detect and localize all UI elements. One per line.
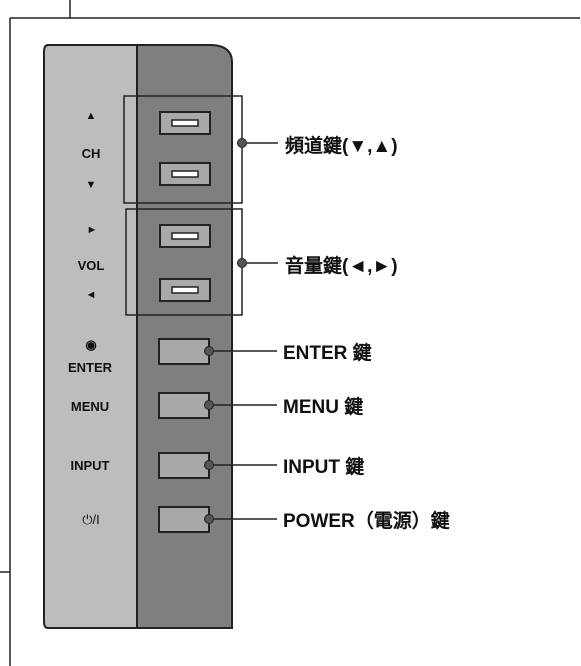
ch-down-button[interactable] [159,162,211,186]
volume-leader [237,258,278,268]
ch-label: CH [82,146,101,161]
vol-down-button[interactable] [159,278,211,302]
ch-up-button[interactable] [159,111,211,135]
power-key-label: POWER（電源）鍵 [283,509,450,532]
panel-left-face [43,44,138,629]
menu-label: MENU [71,399,109,414]
enter-icon: ◉ [85,337,96,352]
power-leader [204,514,277,524]
input-label: INPUT [71,458,110,473]
vol-up-button[interactable] [159,224,211,248]
ch-up-icon: ▲ [86,110,97,122]
control-panel [43,44,233,629]
volume-keys-label: 音量鍵(◄,►) [285,254,398,277]
ch-down-icon: ▼ [86,179,97,191]
panel-right-face [136,44,233,629]
power-button[interactable] [158,506,210,533]
input-leader [204,460,277,470]
input-button[interactable] [158,452,210,479]
menu-button[interactable] [158,392,210,419]
power-icon: ⏻/I [82,512,100,527]
vol-up-icon: ► [87,224,98,236]
enter-button[interactable] [158,338,210,365]
vol-down-icon: ◄ [86,289,97,301]
menu-leader [204,400,277,410]
enter-label: ENTER [68,360,113,375]
enter-leader [204,346,277,356]
channel-group-bracket [123,95,243,204]
vol-label: VOL [78,258,105,273]
channel-leader [237,138,278,148]
input-key-label: INPUT 鍵 [283,455,364,478]
enter-key-label: ENTER 鍵 [283,341,372,364]
menu-key-label: MENU 鍵 [283,395,363,418]
channel-keys-label: 頻道鍵(▼,▲) [285,134,398,157]
